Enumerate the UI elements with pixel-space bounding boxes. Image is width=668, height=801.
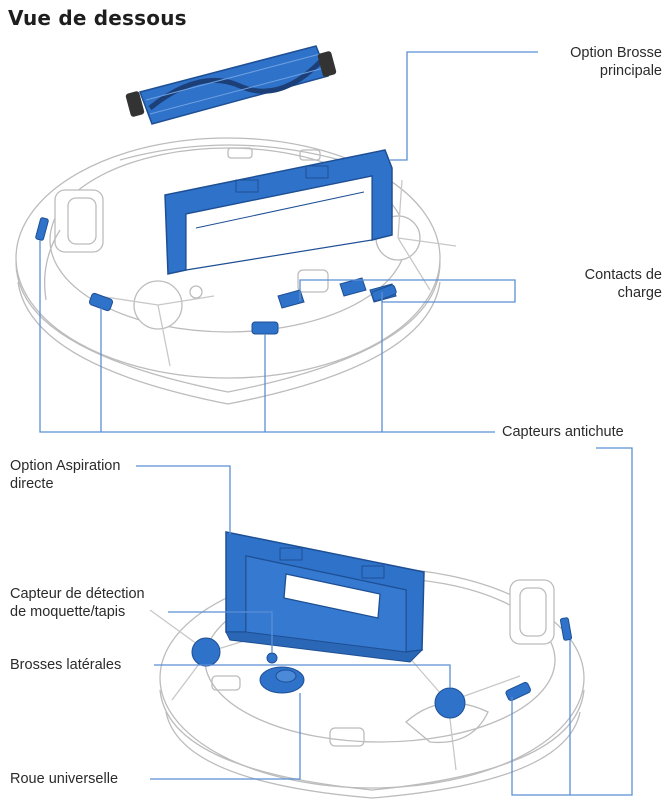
- label-charge-contacts-line2: charge: [617, 285, 662, 301]
- page-title: Vue de dessous: [8, 6, 187, 30]
- label-direct-suction: Option Aspiration directe: [10, 457, 120, 493]
- universal-wheel: [259, 666, 305, 694]
- side-brush-hubs: [191, 637, 466, 719]
- label-charge-contacts-line1: Contacts de: [584, 267, 662, 283]
- label-universal-wheel: Roue universelle: [10, 771, 119, 787]
- leader-lines: [39, 51, 633, 796]
- label-carpet-sensor: Capteur de détection de moquette/tapis: [10, 585, 145, 621]
- main-brush-illustration: [125, 45, 337, 125]
- cliff-sensors-bottom: [505, 617, 573, 702]
- brush-frame-top: [164, 149, 393, 275]
- cliff-sensors-top: [35, 217, 397, 335]
- label-main-brush-line2: principale: [599, 63, 662, 79]
- label-main-brush-line1: Option Brosse: [570, 45, 662, 61]
- label-direct-suction-line2: directe: [10, 476, 54, 492]
- label-carpet-sensor-line1: Capteur de détection: [10, 586, 145, 602]
- direct-suction-frame: [225, 531, 425, 663]
- label-direct-suction-line1: Option Aspiration: [10, 458, 121, 474]
- label-charge-contacts: Contacts de charge: [585, 266, 662, 302]
- label-side-brushes: Brosses latérales: [10, 657, 122, 673]
- label-cliff-sensors: Capteurs antichute: [502, 424, 624, 440]
- label-main-brush: Option Brosse principale: [570, 44, 662, 80]
- label-carpet-sensor-line2: de moquette/tapis: [10, 604, 126, 620]
